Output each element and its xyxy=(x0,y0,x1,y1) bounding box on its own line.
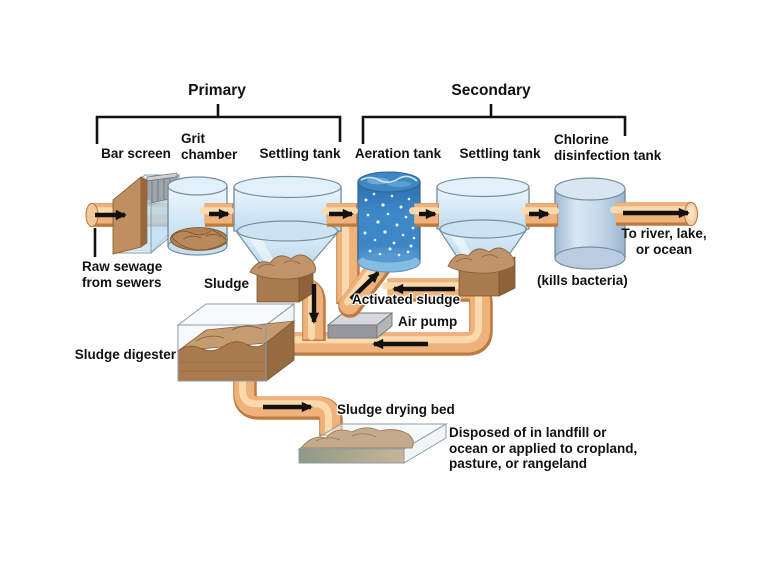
label-kills-bacteria: (kills bacteria) xyxy=(537,273,628,288)
primary-sludge-mound xyxy=(249,254,316,280)
label-sludge-digester: Sludge digester xyxy=(74,347,176,362)
label-sludge: Sludge xyxy=(204,276,250,291)
label-activated-sludge: Activated sludge xyxy=(352,292,461,307)
label-raw-sewage: Raw sewage from sewers xyxy=(82,259,163,290)
aeration-bubbles xyxy=(363,192,416,257)
secondary-sludge-mound xyxy=(447,247,515,274)
label-settling-secondary: Settling tank xyxy=(459,146,541,161)
stage-brackets xyxy=(95,104,627,144)
label-bar-screen: Bar screen xyxy=(101,146,171,161)
label-sludge-drying-bed: Sludge drying bed xyxy=(337,402,455,417)
sludge-drying-bed xyxy=(297,423,448,464)
grit-chamber-rim xyxy=(167,176,228,196)
stage-label-secondary: Secondary xyxy=(451,82,531,99)
primary-tank-rim xyxy=(233,175,342,199)
flow-arrows xyxy=(93,207,690,413)
secondary-bracket xyxy=(361,115,627,144)
label-settling-primary: Settling tank xyxy=(259,146,341,161)
label-grit-chamber: Grit chamber xyxy=(181,131,238,162)
settling-tank-secondary xyxy=(436,176,530,297)
aeration-tank xyxy=(357,171,421,273)
settling-tank-primary xyxy=(233,175,342,303)
flow-arrow-activated-up xyxy=(349,271,380,301)
grit-chamber xyxy=(167,176,228,256)
label-aeration-tank: Aeration tank xyxy=(354,146,442,161)
label-air-pump: Air pump xyxy=(398,314,458,329)
stage-label-primary: Primary xyxy=(188,82,246,99)
label-to-river: To river, lake, or ocean xyxy=(621,226,707,257)
label-disposal: Disposed of in landfill or ocean or appl… xyxy=(449,425,638,471)
drying-bed-sludge xyxy=(300,427,414,449)
sludge-digester xyxy=(176,303,296,382)
label-chlorine-tank: Chlorine disinfection tank xyxy=(554,132,662,163)
secondary-tank-rim xyxy=(436,176,530,198)
chlorine-tank-rim xyxy=(554,177,626,201)
air-pump xyxy=(326,312,394,339)
digester-sludge-front xyxy=(177,341,267,382)
